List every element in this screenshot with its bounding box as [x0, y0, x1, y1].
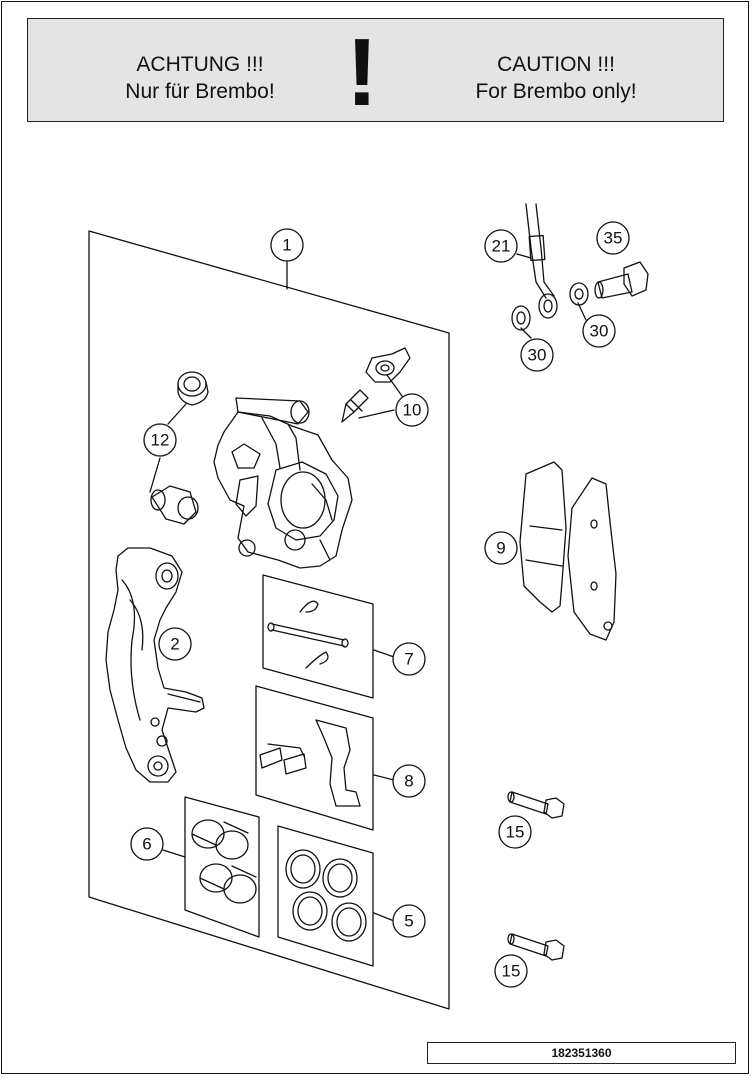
document-number: 182351360 — [427, 1042, 736, 1064]
callout-6 — [130, 827, 164, 861]
pad-spring-set — [259, 719, 361, 807]
pin-kit-box — [262, 574, 374, 699]
copper-washer-lower — [511, 305, 531, 331]
callout-15-upper — [498, 815, 532, 849]
caliper-kit-panel — [88, 230, 450, 1010]
callout-12 — [143, 423, 177, 457]
callout-1 — [270, 228, 304, 262]
bleed-nipple — [341, 347, 411, 423]
english-caution-title: CAUTION !!! — [497, 53, 615, 76]
copper-washer-upper — [569, 282, 589, 306]
guide-pin-set — [267, 600, 349, 669]
callout-label-15-lower: 15 — [502, 962, 521, 981]
exclamation-icon: ! — [346, 19, 378, 126]
callout-15-lower — [494, 954, 528, 988]
callout-label-12: 12 — [151, 431, 170, 450]
callout-9 — [484, 531, 518, 565]
mounting-screw-lower — [507, 933, 565, 961]
seal-kit-box — [277, 825, 374, 967]
callout-labels: 1 2 5 6 7 8 9 10 12 15 15 21 30 30 35 — [142, 229, 622, 981]
callout-label-7: 7 — [404, 650, 413, 669]
callout-label-35: 35 — [604, 229, 623, 248]
brake-line — [525, 203, 558, 319]
copper-washer-upper-hole — [574, 288, 584, 300]
callout-30-right — [582, 314, 616, 348]
seal-set — [285, 849, 367, 942]
copper-washer-lower-hole — [516, 311, 526, 325]
caliper-bracket — [105, 547, 205, 783]
brake-pads — [519, 461, 617, 641]
callout-35 — [596, 221, 630, 255]
german-caution: ACHTUNG !!! Nur für Brembo! — [90, 51, 310, 105]
callout-21 — [484, 229, 518, 263]
callout-label-8: 8 — [404, 772, 413, 791]
callout-label-5: 5 — [404, 912, 413, 931]
piston-kit-box — [184, 796, 260, 938]
callout-2 — [158, 627, 192, 661]
callout-label-2: 2 — [170, 635, 179, 654]
callout-7 — [392, 642, 426, 676]
english-caution-text: For Brembo only! — [475, 80, 637, 103]
callout-10 — [395, 393, 429, 427]
german-caution-title: ACHTUNG !!! — [136, 53, 264, 76]
callout-30-left — [520, 338, 554, 372]
english-caution: CAUTION !!! For Brembo only! — [448, 51, 664, 105]
german-caution-text: Nur für Brembo! — [125, 80, 275, 103]
callout-label-1: 1 — [282, 236, 291, 255]
callout-label-9: 9 — [496, 539, 505, 558]
caution-banner: ACHTUNG !!! Nur für Brembo! ! CAUTION !!… — [27, 18, 724, 122]
callout-label-30-left: 30 — [528, 346, 547, 365]
caliper-plug-screws — [150, 371, 209, 525]
pad-spring-kit-box — [255, 685, 374, 831]
callout-8 — [392, 764, 426, 798]
callouts — [130, 221, 630, 988]
callout-label-10: 10 — [403, 401, 422, 420]
callout-label-21: 21 — [492, 237, 511, 256]
callout-label-30-right: 30 — [590, 322, 609, 341]
callout-label-15-upper: 15 — [506, 823, 525, 842]
banjo-bolt — [594, 261, 649, 299]
piston-pair — [191, 819, 257, 904]
callout-label-6: 6 — [142, 835, 151, 854]
brake-caliper-body — [213, 397, 353, 569]
mounting-screw-upper — [507, 791, 565, 819]
callout-5 — [392, 904, 426, 938]
